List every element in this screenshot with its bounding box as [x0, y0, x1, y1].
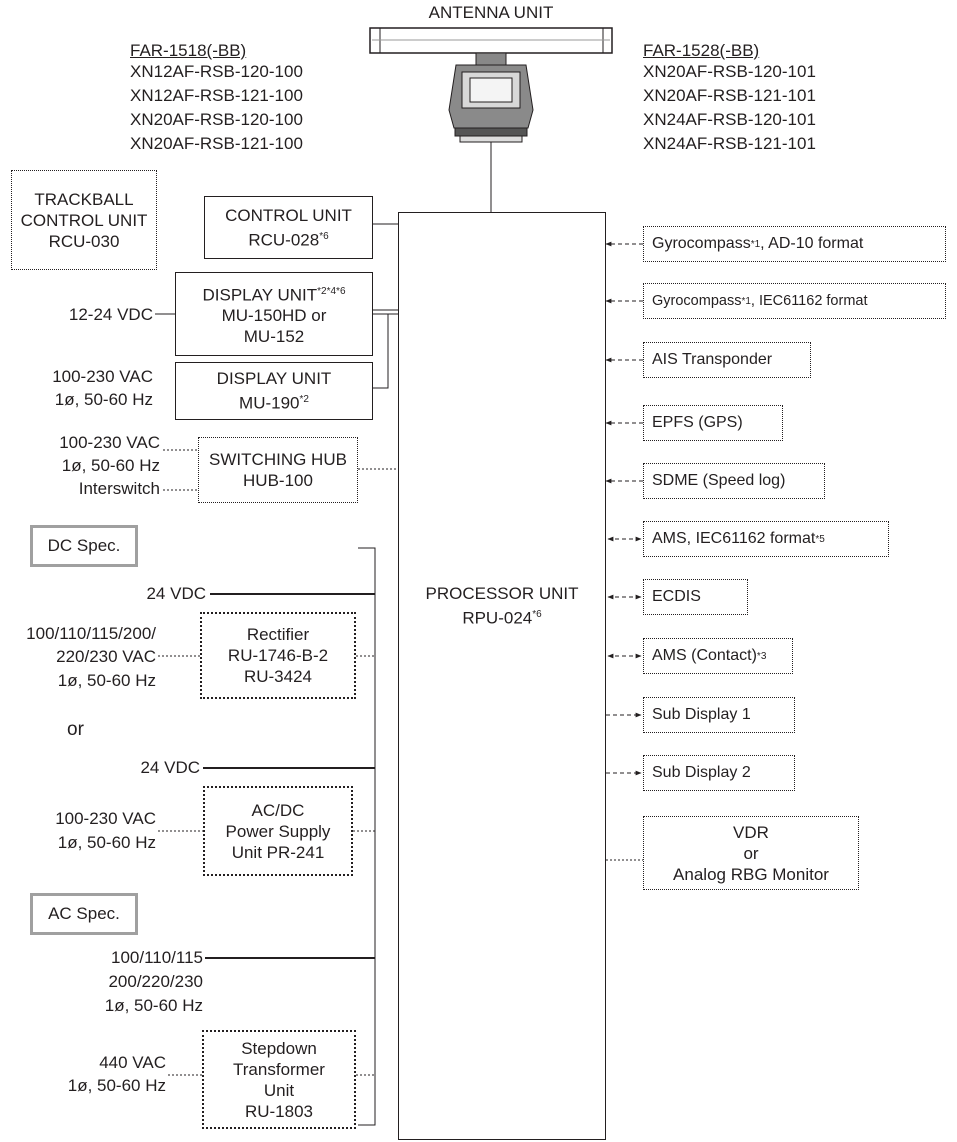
- trackball-control-unit: TRACKBALL CONTROL UNIT RCU-030: [11, 170, 157, 270]
- peripheral-sub-display-2: Sub Display 2: [643, 755, 795, 791]
- rectifier-line: RU-3424: [243, 667, 313, 686]
- processor-model: RPU-024*6: [462, 608, 542, 628]
- peripheral-sdme: SDME (Speed log): [643, 463, 825, 499]
- antenna-right-variant: XN24AF-RSB-120-101: [643, 110, 816, 129]
- transformer-line: Unit: [263, 1080, 295, 1100]
- rectifier-power: 220/230 VAC: [56, 647, 156, 666]
- processor-label: PROCESSOR UNIT: [425, 584, 579, 604]
- antenna-left-variant: XN20AF-RSB-120-100: [130, 110, 303, 129]
- display-unit-label: DISPLAY UNIT*2*4*6: [202, 285, 346, 305]
- rectifier-power: 1ø, 50-60 Hz: [57, 671, 156, 690]
- display-unit-power: 12-24 VDC: [68, 305, 153, 324]
- vdr-line: Analog RBG Monitor: [673, 864, 829, 884]
- control-unit-label: CONTROL UNIT: [225, 205, 352, 225]
- display-unit-2-power: 100-230 VAC: [52, 367, 153, 386]
- dc-spec-label: DC Spec.: [30, 525, 138, 567]
- vdr-unit: VDR or Analog RBG Monitor: [643, 816, 859, 890]
- transformer-line: Stepdown: [241, 1038, 317, 1058]
- rectifier-line: Rectifier: [246, 625, 310, 644]
- acdc-power-supply: AC/DC Power Supply Unit PR-241: [203, 786, 353, 876]
- rectifier-line: RU-1746-B-2: [227, 646, 329, 665]
- peripheral-ais: AIS Transponder: [643, 342, 811, 378]
- peripheral-ecdis: ECDIS: [643, 579, 748, 615]
- peripheral-ams-iec: AMS, IEC61162 format*5: [643, 521, 889, 557]
- control-unit-model: RCU-028*6: [248, 230, 329, 250]
- display-unit-mu190: DISPLAY UNIT MU-190*2: [175, 362, 373, 420]
- switching-hub-power: 100-230 VAC: [59, 433, 160, 452]
- psu-line: Unit PR-241: [231, 842, 325, 862]
- psu-power: 1ø, 50-60 Hz: [57, 833, 156, 852]
- ac-power: 100/110/115: [110, 948, 203, 967]
- antenna-left-variant: XN12AF-RSB-121-100: [130, 86, 303, 105]
- display-unit-label: DISPLAY UNIT: [216, 369, 332, 389]
- psu-line: AC/DC: [251, 800, 305, 820]
- dc-24vdc-1: 24 VDC: [146, 584, 206, 603]
- switching-hub-power: 1ø, 50-60 Hz: [61, 456, 160, 475]
- antenna-left-model: FAR-1518(-BB): [130, 41, 247, 60]
- peripheral-ams-contact: AMS (Contact)*3: [643, 638, 793, 674]
- switching-hub-label: SWITCHING HUB: [209, 450, 347, 469]
- display-unit-model: MU-150HD or: [221, 306, 327, 326]
- display-unit-mu150: DISPLAY UNIT*2*4*6 MU-150HD or MU-152: [175, 272, 373, 356]
- antenna-right-variant: XN20AF-RSB-121-101: [643, 86, 816, 105]
- antenna-right-model: FAR-1528(-BB): [643, 41, 760, 60]
- trackball-line: TRACKBALL: [34, 189, 134, 209]
- antenna-graphic: [369, 27, 613, 212]
- stepdown-transformer: Stepdown Transformer Unit RU-1803: [202, 1030, 356, 1129]
- peripheral-sub-display-1: Sub Display 1: [643, 697, 795, 733]
- antenna-left-variant: XN12AF-RSB-120-100: [130, 62, 303, 81]
- display-unit-model: MU-190*2: [239, 393, 309, 413]
- psu-power: 100-230 VAC: [55, 809, 156, 828]
- trackball-line: CONTROL UNIT: [20, 210, 148, 230]
- ac-power: 1ø, 50-60 Hz: [104, 996, 203, 1015]
- vdr-line: VDR: [733, 822, 769, 842]
- rectifier-power: 100/110/115/200/: [26, 624, 156, 643]
- antenna-left-variant: XN20AF-RSB-121-100: [130, 134, 303, 153]
- transformer-power: 440 VAC: [99, 1053, 166, 1072]
- switching-hub-model: HUB-100: [243, 471, 313, 490]
- psu-line: Power Supply: [225, 821, 331, 841]
- transformer-line: Transformer: [233, 1059, 325, 1079]
- ac-spec-label: AC Spec.: [30, 893, 138, 935]
- ac-power: 200/220/230: [108, 972, 203, 991]
- antenna-title: ANTENNA UNIT: [428, 3, 554, 22]
- switching-hub: SWITCHING HUB HUB-100: [198, 437, 358, 503]
- switching-hub-interswitch: Interswitch: [78, 479, 160, 498]
- antenna-right-variant: XN24AF-RSB-121-101: [643, 134, 816, 153]
- antenna-right-variant: XN20AF-RSB-120-101: [643, 62, 816, 81]
- peripheral-gyro-ad10: Gyrocompass *1, AD-10 format: [643, 226, 946, 262]
- dc-24vdc-2: 24 VDC: [140, 758, 200, 777]
- control-unit: CONTROL UNIT RCU-028*6: [204, 196, 373, 259]
- transformer-power: 1ø, 50-60 Hz: [67, 1076, 166, 1095]
- vdr-line: or: [743, 843, 759, 863]
- display-unit-model: MU-152: [243, 327, 305, 347]
- transformer-line: RU-1803: [244, 1101, 314, 1121]
- peripheral-gyro-iec: Gyrocompass *1, IEC61162 format: [643, 283, 946, 319]
- peripheral-epfs: EPFS (GPS): [643, 405, 783, 441]
- display-unit-2-power: 1ø, 50-60 Hz: [54, 390, 153, 409]
- processor-unit: PROCESSOR UNIT RPU-024*6: [398, 212, 606, 1140]
- or-label: or: [67, 719, 84, 740]
- trackball-line: RCU-030: [48, 231, 120, 251]
- rectifier-unit: Rectifier RU-1746-B-2 RU-3424: [200, 612, 356, 699]
